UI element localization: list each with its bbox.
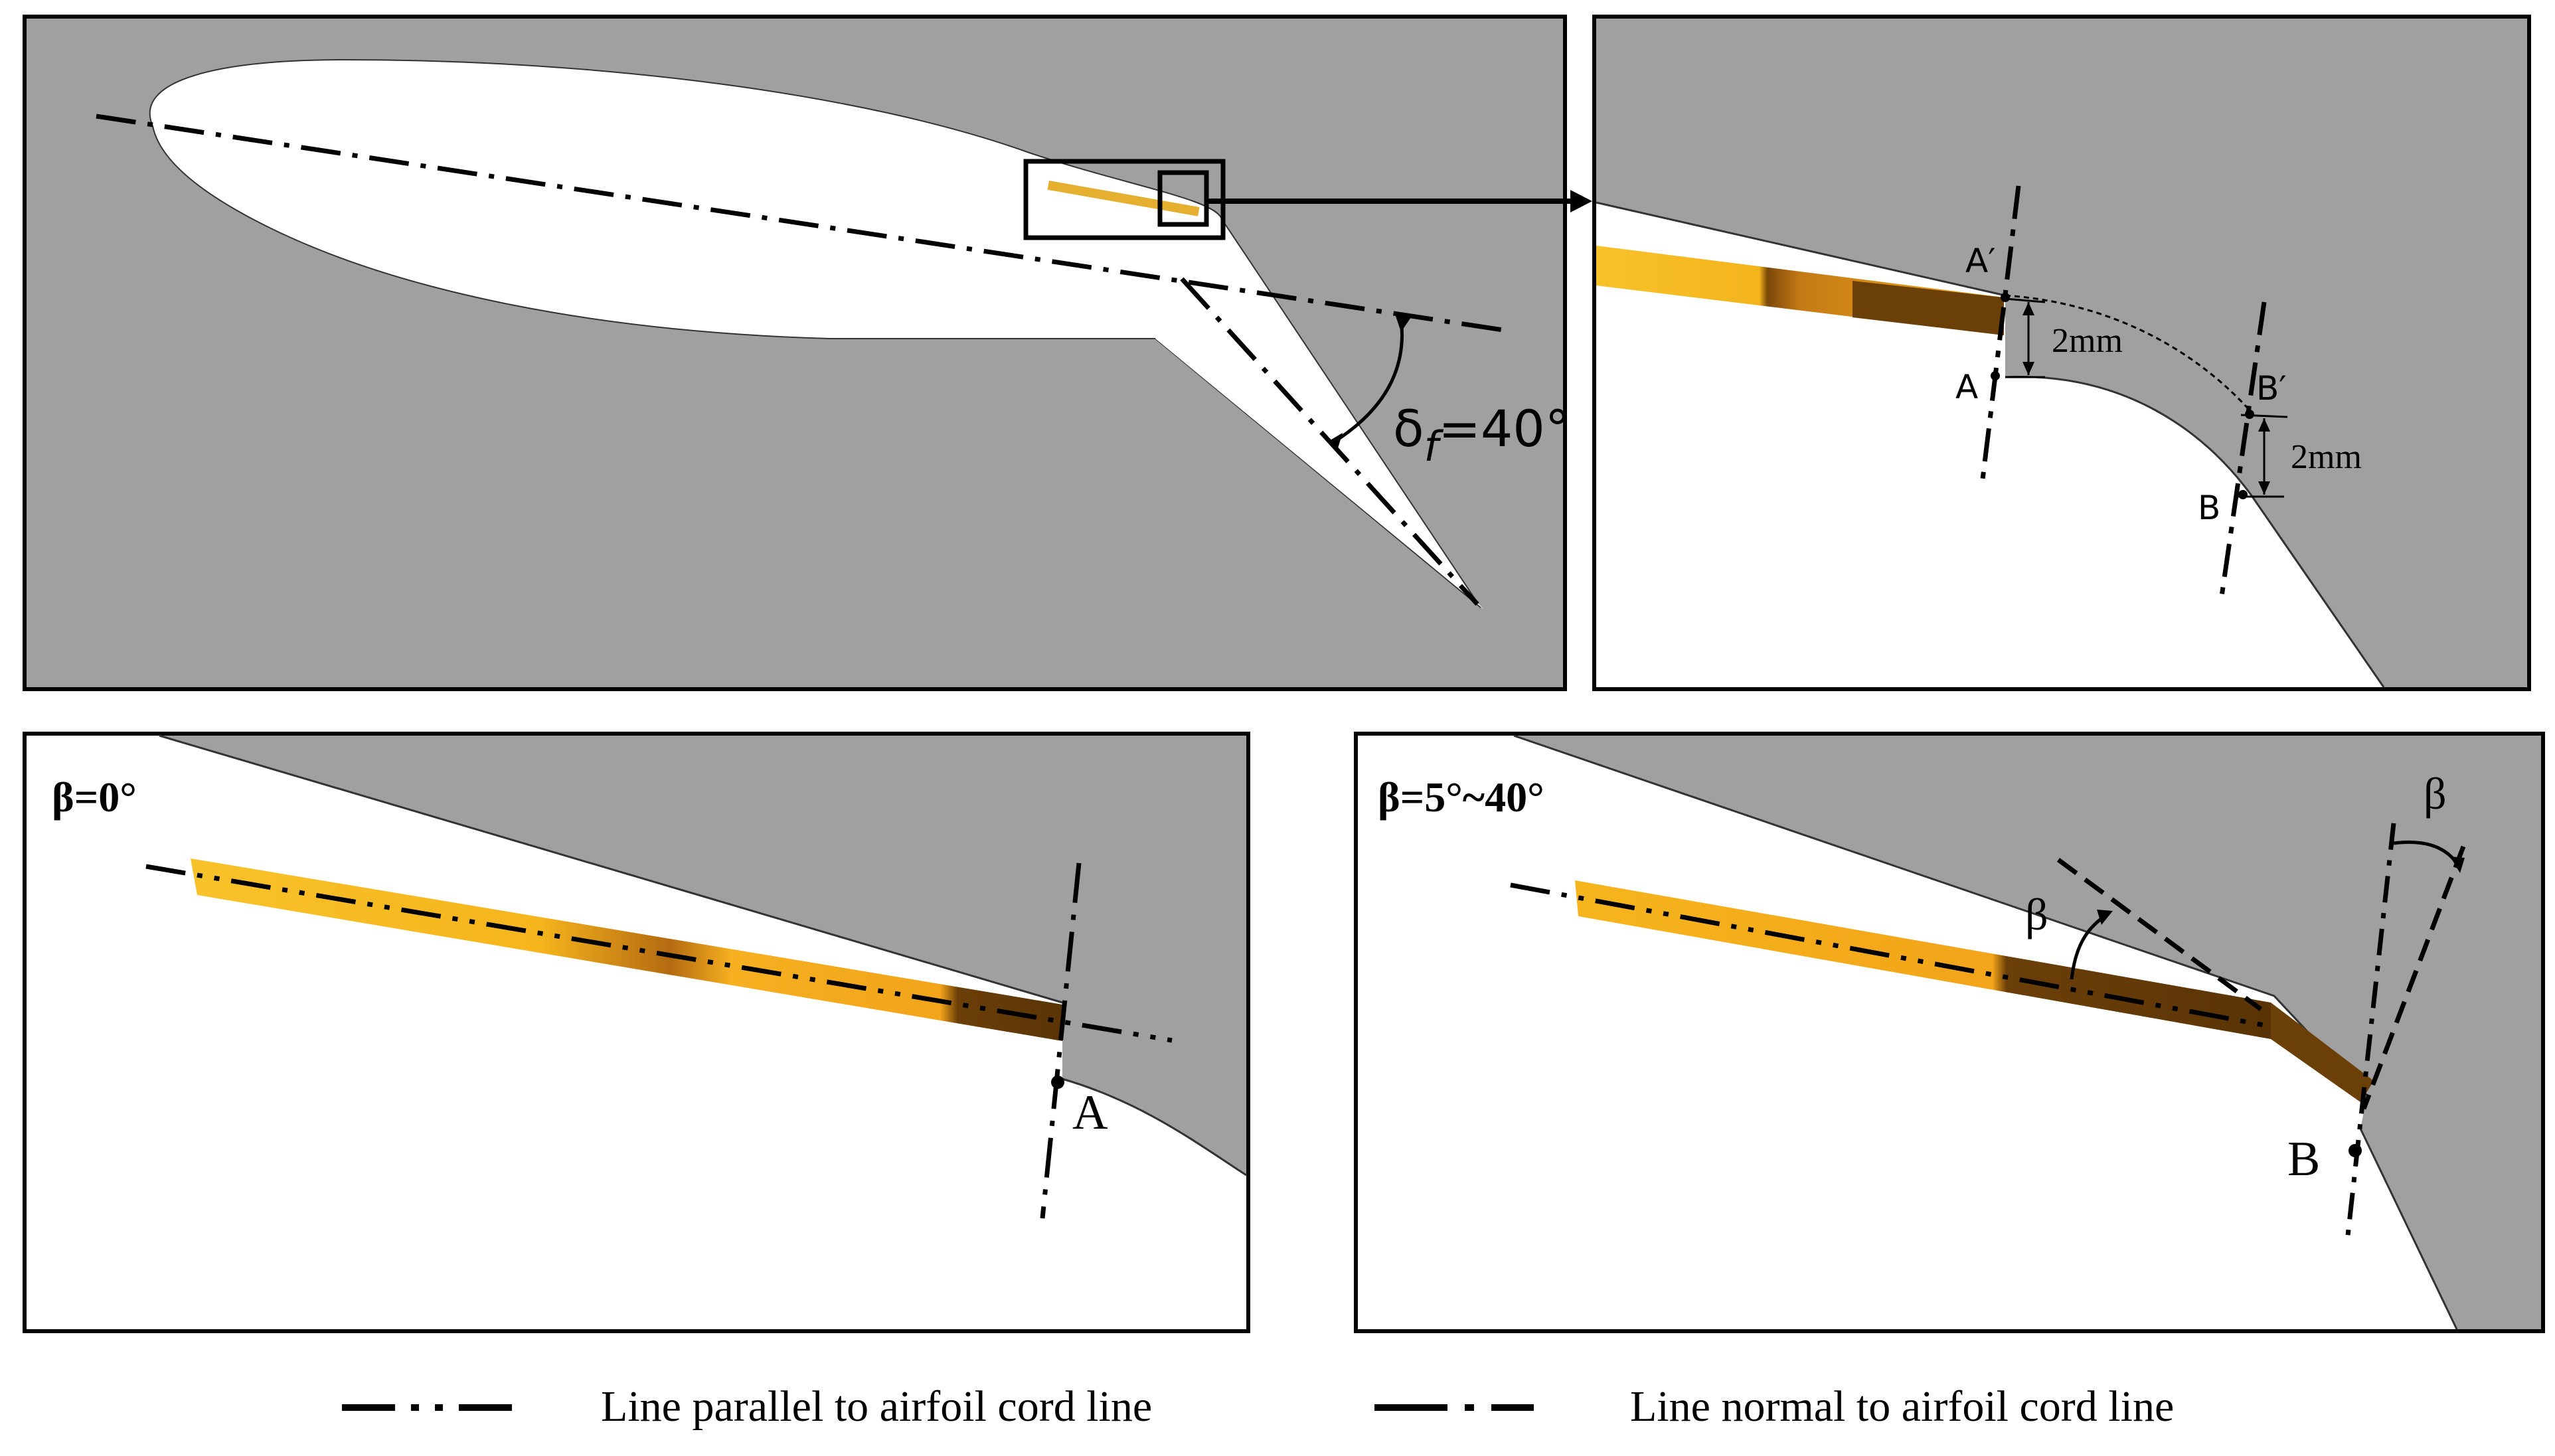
detail-upper-surface xyxy=(1596,201,2006,297)
beta-range-deflected-line-1 xyxy=(2056,858,2263,1011)
dim-b-arrowhead-top xyxy=(2258,418,2270,432)
beta-range-panel: β=5°~40° β β B xyxy=(1354,732,2545,1333)
beta-range-lower-surface xyxy=(2359,1128,2458,1330)
normal-line-a xyxy=(1979,185,2021,485)
beta-range-chord-line xyxy=(1510,882,2268,1028)
point-b-prime-marker xyxy=(2245,410,2254,419)
beta-range-actuator-tip xyxy=(2271,1003,2374,1102)
beta-range-label-b: B xyxy=(2287,1132,2320,1186)
chord-line-main xyxy=(96,114,1508,333)
displaced-surface-curve xyxy=(2005,294,2252,413)
label-a-prime: A′ xyxy=(1965,242,1996,280)
dim-a-arrowhead-top xyxy=(2022,302,2034,315)
detail-lower-surface xyxy=(2005,376,2385,688)
label-b-prime: B′ xyxy=(2256,369,2287,408)
beta-range-point-b-marker xyxy=(2349,1144,2362,1157)
beta-zero-panel: β=0° A xyxy=(23,732,1250,1333)
normal-line-b xyxy=(2218,301,2267,602)
beta-range-normal-line xyxy=(2345,823,2396,1242)
beta-zero-chord-line xyxy=(145,864,1173,1043)
detail-actuator-tip xyxy=(1853,281,2004,335)
dim-label-a: 2mm xyxy=(2052,322,2123,360)
dim-label-b: 2mm xyxy=(2291,438,2362,476)
legend-normal-line-label: Line normal to airfoil cord line xyxy=(1630,1382,2174,1431)
airfoil-main-body xyxy=(149,58,1481,608)
beta-zero-gray-region xyxy=(159,736,1246,1175)
beta-range-beta-label-1: β xyxy=(2025,889,2048,939)
point-a-marker xyxy=(1991,371,2000,380)
zoom-box-small xyxy=(1157,170,1209,227)
dim-a-arrowhead-bottom xyxy=(2022,362,2034,375)
detail-airfoil-body xyxy=(1596,202,2384,687)
beta-range-angle-arc-1 xyxy=(2070,914,2106,980)
overview-panel: δf=40° xyxy=(23,15,1592,691)
zoom-arrow-head xyxy=(1570,190,1592,212)
legend-parallel-line-label: Line parallel to airfoil cord line xyxy=(601,1382,1152,1431)
beta-zero-lower-surface xyxy=(1062,1078,1247,1176)
flap-angle-arc xyxy=(1333,318,1404,444)
beta-range-deflected-line-2 xyxy=(2361,845,2466,1110)
beta-range-title: β=5°~40° xyxy=(1378,773,1544,821)
beta-range-beta-label-2: β xyxy=(2424,768,2447,819)
beta-zero-upper-surface xyxy=(159,734,1063,1004)
beta-zero-normal-line xyxy=(1040,862,1082,1219)
beta-zero-point-a-marker xyxy=(1051,1076,1064,1089)
dim-a-top-tick xyxy=(2005,297,2046,303)
flap-gap-wedge xyxy=(1155,279,1484,609)
beta-range-angle-arrow-1 xyxy=(2097,910,2113,925)
flap-angle-arrowhead-top xyxy=(1394,312,1411,332)
beta-zero-label-a: A xyxy=(1072,1086,1108,1140)
point-b-marker xyxy=(2238,490,2248,499)
point-a-prime-marker xyxy=(2001,293,2010,302)
beta-range-angle-arrow-2 xyxy=(2450,856,2465,873)
legend: Line parallel to airfoil cord line Line … xyxy=(342,1382,2174,1431)
beta-range-gray-region xyxy=(1514,736,2541,1329)
label-a: A xyxy=(1955,368,1978,406)
dim-b-arrowhead-bottom xyxy=(2258,481,2270,495)
detail-panel: A′ A B′ B 2mm 2mm xyxy=(1592,15,2531,691)
beta-zero-title: β=0° xyxy=(52,773,137,821)
label-b: B xyxy=(2198,489,2220,527)
flap-angle-arrowhead-bottom xyxy=(1328,433,1343,448)
